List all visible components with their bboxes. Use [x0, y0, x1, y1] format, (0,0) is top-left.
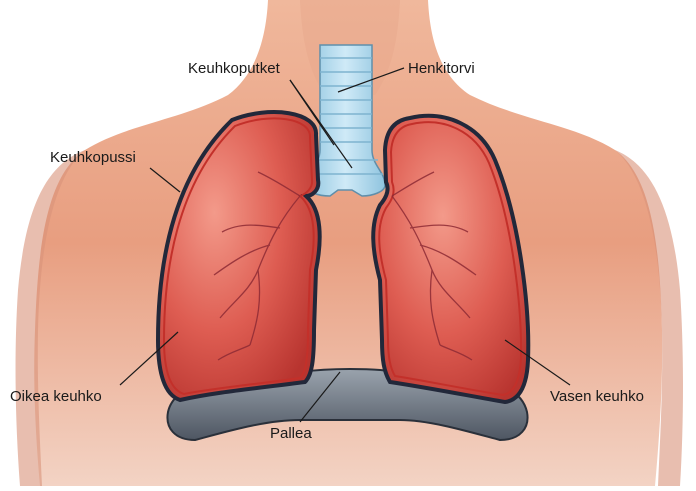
- label-bronchi: Keuhkoputket: [188, 61, 280, 76]
- label-trachea: Henkitorvi: [408, 61, 475, 76]
- label-diaphragm: Pallea: [270, 426, 312, 441]
- label-right-lung: Oikea keuhko: [10, 389, 102, 404]
- label-left-lung: Vasen keuhko: [550, 389, 644, 404]
- label-pleura: Keuhkopussi: [50, 150, 136, 165]
